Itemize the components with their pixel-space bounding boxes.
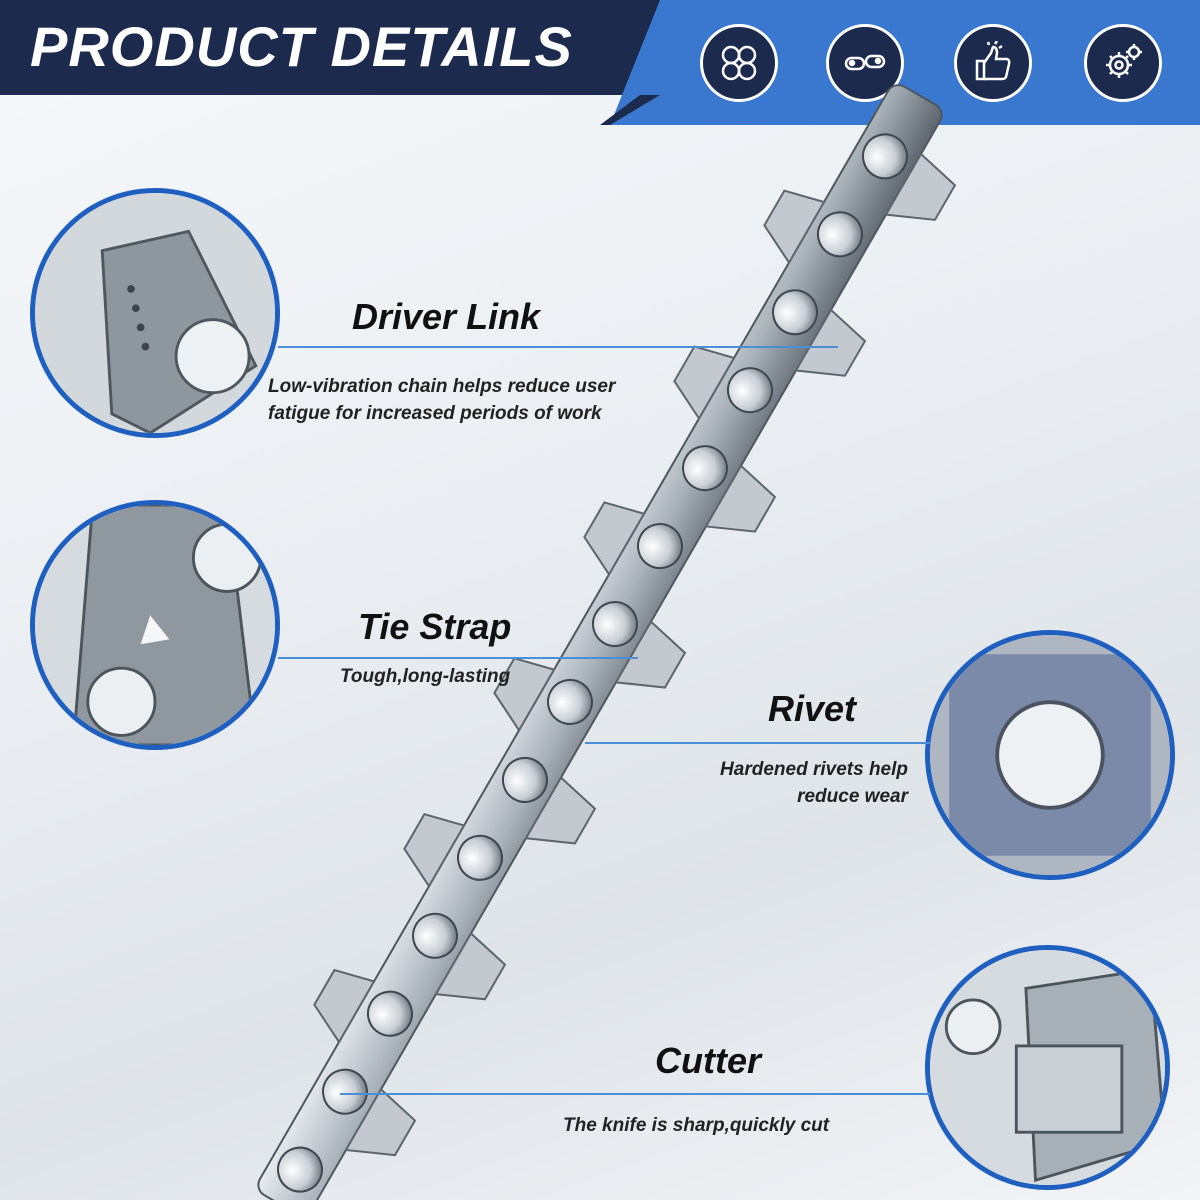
driver-link-description: Low-vibration chain helps reduce user fa… [268, 376, 616, 424]
tie-strap-description: Tough,long-lasting [340, 666, 511, 687]
cutter-leader [340, 1093, 930, 1095]
driver-link-zoom [30, 188, 280, 438]
driver-link-label: Driver Link [352, 296, 541, 337]
cutter-zoom [925, 945, 1170, 1190]
rivet-leader [585, 742, 930, 744]
rivet-zoom [925, 630, 1175, 880]
thumbs-up-icon [954, 24, 1032, 102]
rivet-description: Hardened rivets help reduce wear [720, 759, 908, 807]
tie-strap-leader [278, 657, 638, 659]
cutter-description: The knife is sharp,quickly cut [563, 1115, 830, 1136]
metal-material-icon [700, 24, 778, 102]
gears-icon [1084, 24, 1162, 102]
cutter-label: Cutter [655, 1040, 761, 1081]
tie-strap-label: Tie Strap [358, 606, 512, 647]
page-title: PRODUCT DETAILS [30, 15, 573, 78]
rivet-label: Rivet [768, 688, 857, 729]
tie-strap-zoom [30, 500, 280, 750]
driver-link-leader [278, 346, 838, 348]
